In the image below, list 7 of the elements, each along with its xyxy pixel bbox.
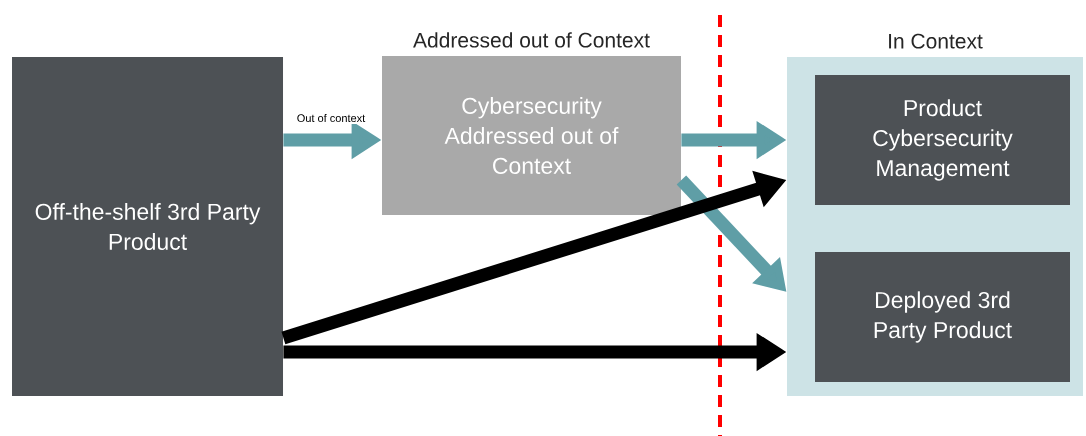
heading: Addressed out of Context bbox=[413, 32, 650, 48]
process-box: Product Cybersecurity Management bbox=[815, 75, 1070, 205]
process-box: Cybersecurity Addressed out of Context bbox=[382, 56, 681, 215]
product-box: Off-the-shelf 3rd Party Product bbox=[12, 57, 283, 396]
edge-label: Out of context bbox=[297, 113, 366, 123]
heading: In Context bbox=[889, 33, 983, 49]
process-box: Deployed 3rd Party Product bbox=[815, 252, 1070, 382]
